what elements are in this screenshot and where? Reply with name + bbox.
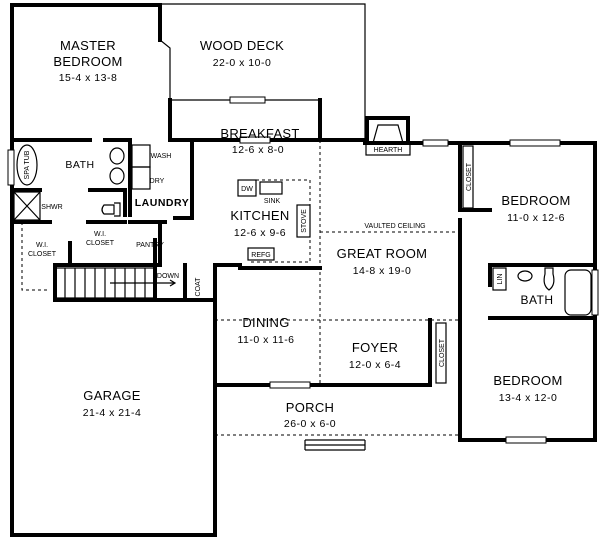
- wood-deck-size: 22-0 x 10-0: [213, 57, 272, 69]
- washer-label: WASH: [151, 153, 172, 160]
- stairs: DOWN COAT: [54, 267, 202, 299]
- breakfast-size: 12-6 x 8-0: [232, 144, 284, 156]
- room-labels: MASTER BEDROOM 15-4 x 13-8 WOOD DECK 22-…: [53, 38, 570, 430]
- master-bedroom-size: 15-4 x 13-8: [59, 72, 118, 84]
- garage-label: GARAGE: [83, 388, 140, 403]
- sink-label: SINK: [264, 198, 281, 205]
- porch-steps: [304, 439, 366, 451]
- wi-closets: W.I. CLOSET W.I. CLOSET: [28, 231, 115, 258]
- coat-closet-label: COAT: [195, 277, 202, 297]
- bedroom-1-label: BEDROOM: [501, 193, 570, 208]
- refrigerator-label: REFG: [251, 252, 270, 259]
- laundry-fixtures: WASH DRY LAUNDRY PANTRY: [131, 144, 189, 249]
- windows: [7, 96, 599, 444]
- great-room-size: 14-8 x 19-0: [353, 265, 412, 277]
- bedroom-1-size: 11-0 x 12-6: [507, 212, 565, 224]
- dryer-label: DRY: [150, 178, 165, 185]
- laundry-label: LAUNDRY: [135, 197, 189, 209]
- pantry-label: PANTRY: [136, 242, 164, 249]
- kitchen-size: 12-6 x 9-6: [234, 227, 286, 239]
- dishwasher-label: DW: [241, 186, 253, 193]
- garage-size: 21-4 x 21-4: [83, 407, 142, 419]
- interior-walls: [10, 138, 597, 387]
- room-boundaries: [21, 140, 460, 436]
- bedroom-2-size: 13-4 x 12-0: [499, 392, 558, 404]
- porch-size: 26-0 x 6-0: [284, 418, 336, 430]
- master-bedroom-label-line2: BEDROOM: [53, 54, 122, 69]
- wi-closet-1-label-line2: CLOSET: [28, 251, 57, 258]
- bedroom-closet-label: CLOSET: [466, 162, 473, 191]
- master-bedroom-label-line1: MASTER: [60, 38, 116, 53]
- fireplace: HEARTH: [365, 116, 411, 156]
- dining-size: 11-0 x 11-6: [237, 334, 294, 346]
- kitchen-label: KITCHEN: [230, 208, 289, 223]
- shower-label: SHWR: [41, 204, 62, 211]
- kitchen-fixtures: DW SINK STOVE REFG: [237, 179, 311, 263]
- bedroom-2-label: BEDROOM: [493, 373, 562, 388]
- bath-2-fixtures: LIN BATH: [492, 267, 592, 316]
- master-bath-fixtures: SPA TUB SHWR BATH: [13, 144, 125, 221]
- spa-tub-label: SPA TUB: [24, 150, 31, 179]
- linen-label: LIN: [497, 274, 504, 285]
- dining-label: DINING: [242, 315, 289, 330]
- foyer-label: FOYER: [352, 340, 398, 355]
- hearth-label: HEARTH: [374, 147, 403, 154]
- porch-label: PORCH: [286, 400, 334, 415]
- bedroom-closets: CLOSET CLOSET: [435, 145, 474, 384]
- wi-closet-2-label-line1: W.I.: [94, 231, 106, 238]
- down-label: DOWN: [157, 273, 179, 280]
- wi-closet-1-label-line1: W.I.: [36, 242, 48, 249]
- foyer-size: 12-0 x 6-4: [349, 359, 401, 371]
- wi-closet-2-label-line2: CLOSET: [86, 240, 115, 247]
- master-bath-label: BATH: [65, 159, 94, 171]
- vaulted-ceiling-label: VAULTED CEILING: [364, 223, 425, 230]
- foyer-closet-label: CLOSET: [439, 338, 446, 367]
- wood-deck-label: WOOD DECK: [200, 38, 284, 53]
- wood-deck-outline: [159, 3, 366, 140]
- great-room-label: GREAT ROOM: [337, 246, 428, 261]
- breakfast-label: BREAKFAST: [220, 126, 299, 141]
- stove-label: STOVE: [301, 209, 308, 233]
- bath-2-label: BATH: [520, 293, 553, 307]
